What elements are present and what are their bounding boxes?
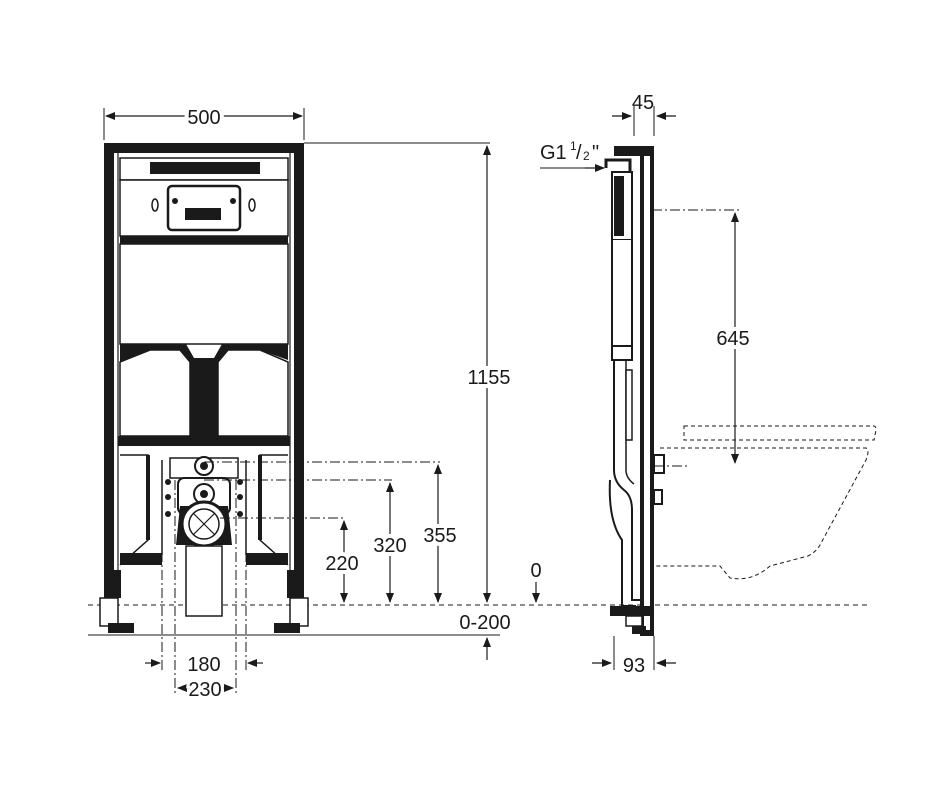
dim-45: 45 <box>632 92 654 114</box>
inlet-thread-main: G1 <box>540 142 567 164</box>
inlet-thread-quote: " <box>592 142 599 164</box>
front-dimension-arrows <box>105 112 540 692</box>
dim-645: 645 <box>716 328 749 350</box>
inlet-thread-sup: 1 <box>570 139 577 153</box>
inlet-thread-sub: 2 <box>583 149 590 163</box>
dim-width-500: 500 <box>187 107 220 129</box>
front-view-frame <box>99 143 309 633</box>
dim-0: 0 <box>530 560 541 582</box>
toilet-bowl-outline <box>654 425 877 580</box>
cistern <box>118 157 290 446</box>
dim-320: 320 <box>373 535 406 557</box>
dim-height-1155: 1155 <box>467 367 510 389</box>
drain-assembly <box>119 454 289 617</box>
dim-180: 180 <box>187 654 220 676</box>
front-centerlines <box>161 461 440 695</box>
front-extension-lines <box>103 108 500 636</box>
inlet-thread-label: G1 1 / 2 " <box>540 139 599 164</box>
dim-355: 355 <box>423 525 456 547</box>
dim-220: 220 <box>325 553 358 575</box>
side-view-frame <box>604 146 690 636</box>
dim-230: 230 <box>188 679 221 701</box>
dim-0-200: 0-200 <box>459 612 510 634</box>
side-dimension-arrows <box>585 112 739 667</box>
dim-93: 93 <box>623 655 645 677</box>
inlet-thread-slash: / <box>576 142 582 164</box>
